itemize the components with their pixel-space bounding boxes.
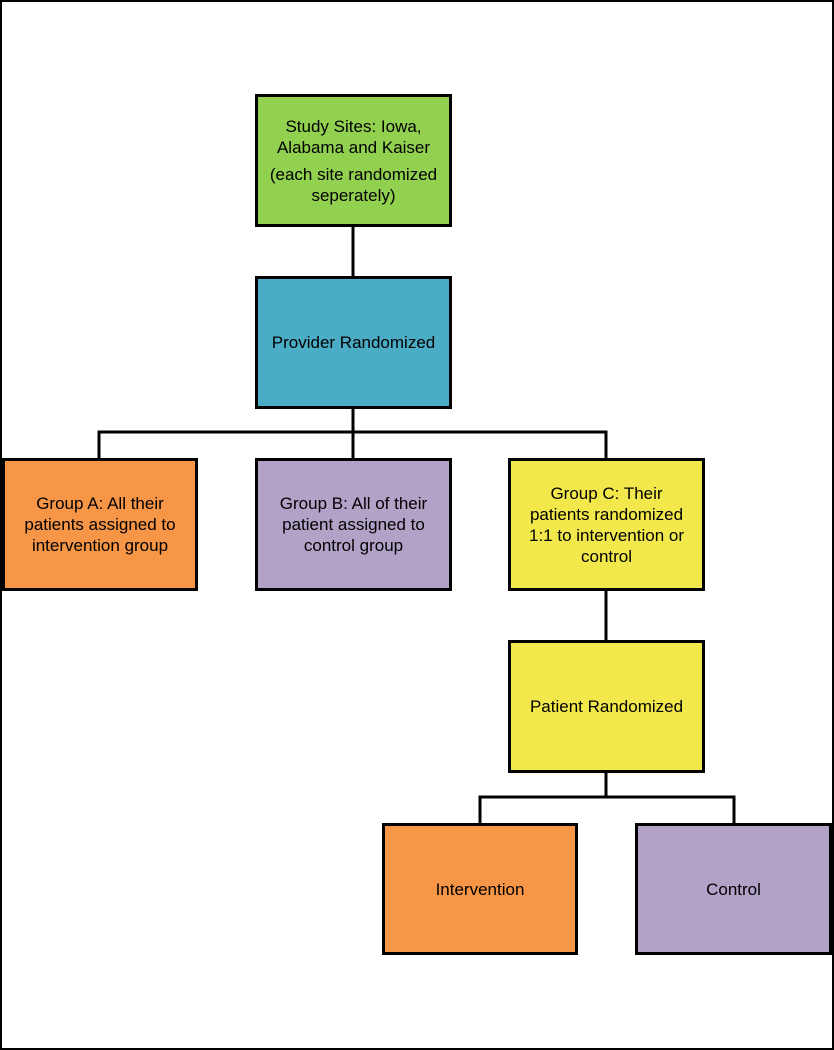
group-c-box: Group C: Their patients randomized 1:1 t…: [508, 458, 705, 591]
group-b-line-1: Group B: All of their: [279, 494, 428, 513]
group-b-box: Group B: All of their patient assigned t…: [255, 458, 452, 591]
patient-randomized-label: Patient Randomized: [529, 697, 684, 716]
group-a-line-1: Group A: All their: [36, 494, 164, 513]
study-sites-box: Study Sites: Iowa, Alabama and Kaiser (e…: [255, 94, 452, 227]
patient-randomized-box: Patient Randomized: [508, 640, 705, 773]
study-sites-line-2: Alabama and Kaiser: [276, 137, 431, 157]
study-sites-line-3: (each site randomized: [269, 164, 438, 184]
group-b-line-2: patient assigned to: [282, 515, 425, 534]
group-c-line-4: control: [580, 546, 633, 566]
group-b-line-3: control group: [303, 536, 404, 555]
intervention-box: Intervention: [382, 823, 578, 955]
group-c-line-3: 1:1 to intervention or: [529, 525, 684, 545]
group-c-line-2: patients randomized: [529, 504, 684, 524]
group-a-line-3: intervention group: [31, 536, 169, 555]
control-label: Control: [706, 879, 761, 899]
group-a-box: Group A: All their patients assigned to …: [2, 458, 198, 591]
study-sites-line-1: Study Sites: Iowa,: [285, 116, 422, 136]
study-sites-line-4: seperately): [311, 185, 396, 205]
control-box: Control: [635, 823, 832, 955]
group-a-line-2: patients assigned to: [24, 515, 176, 534]
group-c-line-1: Group C: Their: [550, 483, 663, 503]
provider-randomized-box: Provider Randomized: [255, 276, 452, 409]
provider-randomized-label: Provider Randomized: [271, 333, 436, 352]
intervention-label: Intervention: [435, 879, 525, 899]
